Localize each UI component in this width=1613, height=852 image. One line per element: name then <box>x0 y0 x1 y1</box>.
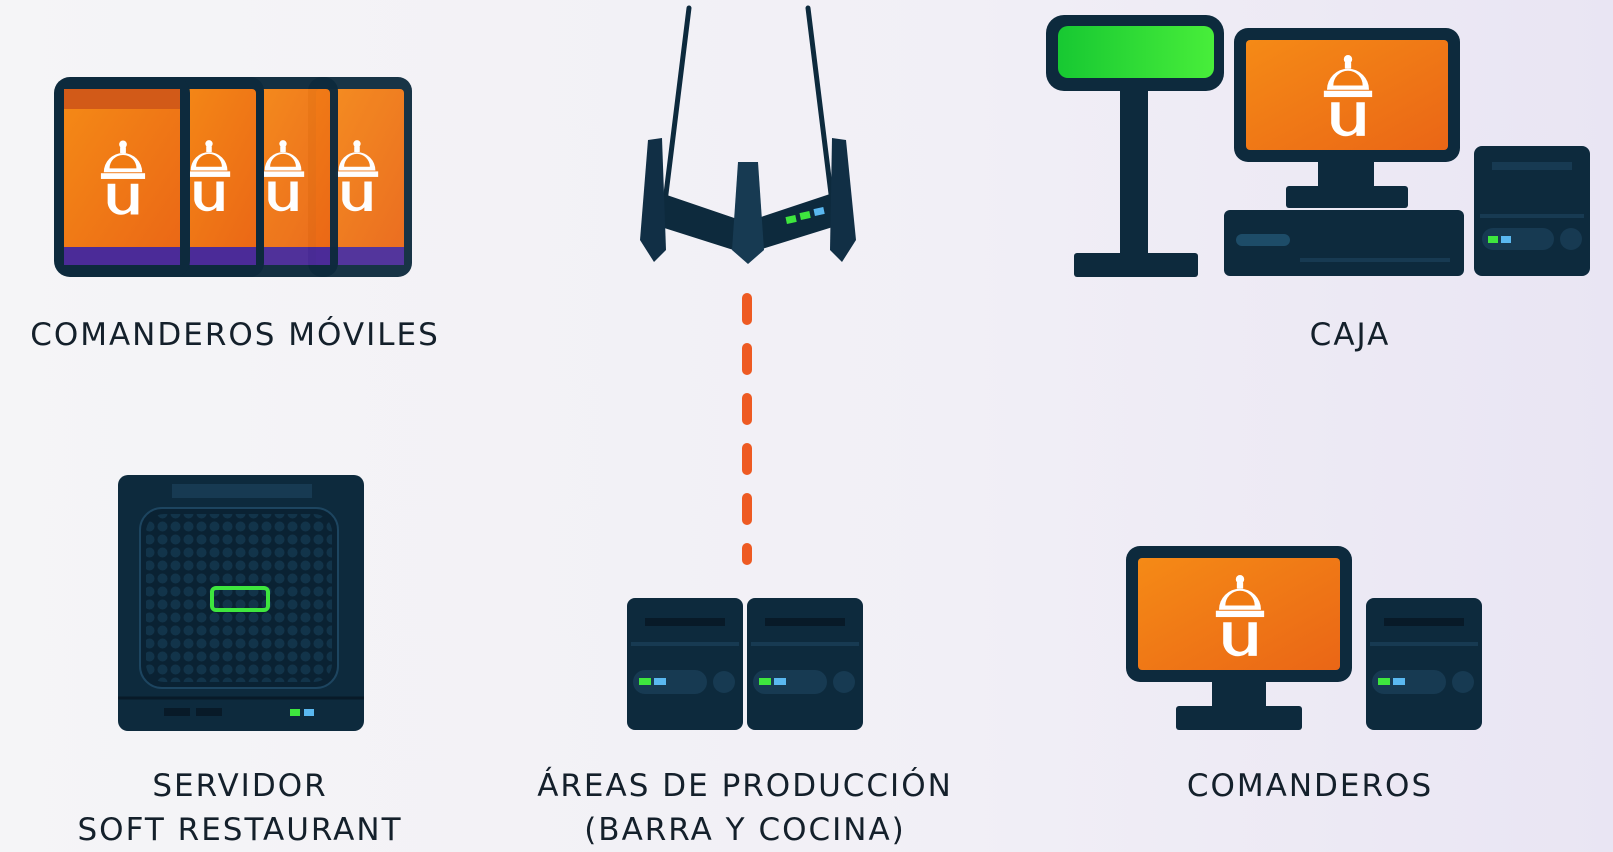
label-line2: SOFT RESTAURANT <box>77 812 403 848</box>
label-servidor: SERVIDOR SOFT RESTAURANT <box>40 764 440 852</box>
router-icon <box>640 5 856 264</box>
server-icon <box>118 475 364 731</box>
label-line1: SERVIDOR <box>152 768 328 804</box>
label-line1: ÁREAS DE PRODUCCIÓN <box>537 768 953 804</box>
label-comanderos: COMANDEROS <box>1140 764 1480 808</box>
label-text: COMANDEROS <box>1186 768 1434 804</box>
tablet-icon <box>54 77 412 277</box>
label-caja: CAJA <box>1240 313 1460 357</box>
pos-terminal-icon <box>1046 15 1590 277</box>
label-comanderos-moviles: COMANDEROS MÓVILES <box>0 313 470 357</box>
printer-icon <box>627 598 863 730</box>
label-line2: (BARRA Y COCINA) <box>584 812 906 848</box>
label-text: COMANDEROS MÓVILES <box>30 317 440 353</box>
label-areas-produccion: ÁREAS DE PRODUCCIÓN (BARRA Y COCINA) <box>500 764 990 852</box>
label-text: CAJA <box>1309 317 1391 353</box>
monitor-icon <box>1126 546 1482 730</box>
